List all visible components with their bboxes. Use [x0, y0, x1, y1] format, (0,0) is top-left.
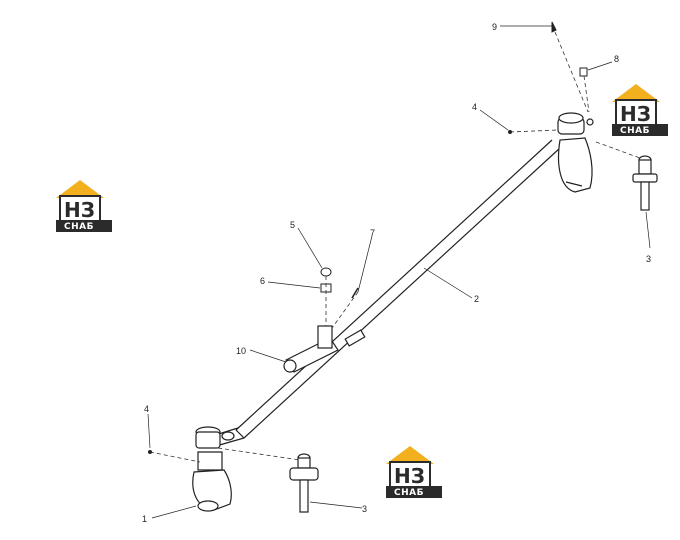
logo-sub-text: СНАБ [394, 488, 424, 498]
left-ball-joint [192, 426, 232, 512]
logo-main-text: НЗ [620, 102, 651, 126]
right-cotter-pin [551, 21, 557, 33]
callout-8: 8 [614, 54, 619, 64]
logo-main-text: НЗ [64, 198, 95, 222]
logo-main-text: НЗ [394, 464, 425, 488]
tie-rod-tube [235, 139, 561, 439]
callout-4-left: 4 [144, 404, 149, 414]
callout-9: 9 [492, 22, 497, 32]
callout-3-right: 3 [646, 254, 651, 264]
right-stud [632, 155, 658, 211]
callout-2: 2 [474, 294, 479, 304]
assembly-lines [149, 31, 641, 463]
watermark-logo-left: НЗ СНАБ [55, 179, 113, 233]
logo-sub-text: СНАБ [64, 222, 94, 232]
callout-6: 6 [260, 276, 265, 286]
right-nut [579, 67, 588, 77]
washer-4-dots [148, 130, 512, 454]
watermark-logo-bottom: НЗ СНАБ [385, 445, 443, 499]
leader-lines [147, 25, 651, 519]
callout-numbers: 9 8 4 3 5 6 7 10 2 4 1 3 [142, 22, 651, 524]
callout-1: 1 [142, 514, 147, 524]
clamp-assembly [283, 325, 366, 373]
callout-4-right: 4 [472, 102, 477, 112]
callout-5: 5 [290, 220, 295, 230]
logo-sub-text: СНАБ [620, 126, 650, 136]
watermark-logo-right: НЗ СНАБ [611, 83, 669, 137]
callout-10: 10 [236, 346, 246, 356]
left-stud [289, 453, 319, 513]
callout-3-left: 3 [362, 504, 367, 514]
right-ball-joint [557, 112, 594, 193]
left-arm [211, 427, 245, 447]
callout-7: 7 [370, 228, 375, 238]
pin-7 [351, 287, 359, 299]
grease-cap [320, 267, 332, 277]
